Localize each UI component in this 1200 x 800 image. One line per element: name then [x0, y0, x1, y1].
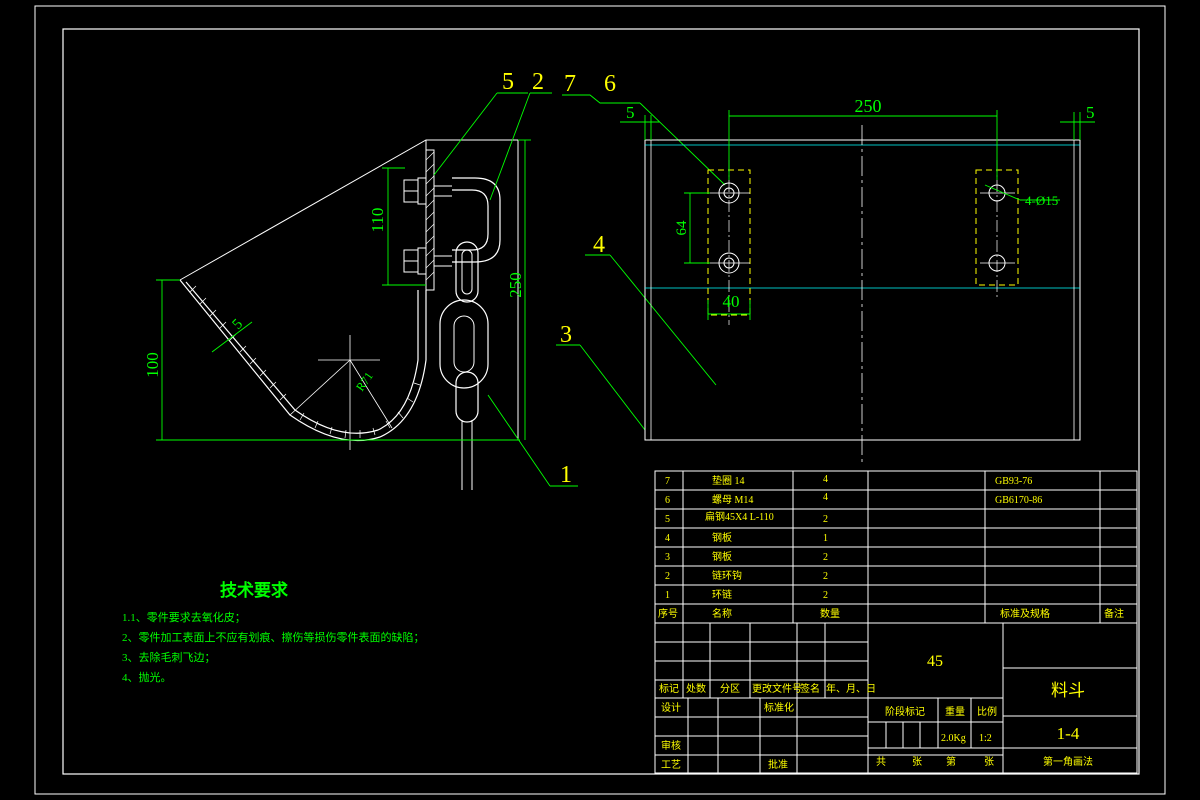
side-view [179, 139, 519, 490]
sheet-label: 张 [912, 756, 922, 768]
stage-label: 阶段标记 [885, 705, 925, 718]
dim-5-right: 5 [1086, 103, 1095, 122]
bom-qty: 2 [823, 552, 828, 563]
bom-name: 钢板 [712, 531, 732, 544]
bom-name: 环链 [712, 588, 732, 601]
bom-qty: 2 [823, 514, 828, 525]
tech-req-item: 4、抛光。 [122, 670, 172, 684]
front-view-dim-text: 250 5 5 64 40 4-Ø15 [626, 96, 1095, 311]
projection: 第一角画法 [1043, 755, 1093, 768]
bom-qty: 4 [823, 474, 828, 485]
rev-header: 签名 [800, 682, 820, 695]
balloon-3: 3 [560, 322, 572, 348]
approve-label: 批准 [768, 758, 788, 771]
tech-req-item: 2、零件加工表面上不应有划痕、擦伤等损伤零件表面的缺陷； [122, 630, 425, 644]
weight-label: 重量 [945, 705, 965, 718]
rev-header: 更改文件号 [752, 682, 802, 695]
bom-no: 2 [665, 571, 670, 582]
bom-name: 链环钩 [712, 569, 742, 582]
bom-qty: 1 [823, 533, 828, 544]
dim-250-front: 250 [855, 96, 882, 116]
rev-header: 分区 [720, 683, 740, 695]
side-view-dims [156, 139, 531, 441]
balloon-1: 1 [560, 462, 572, 488]
drawing-number: 1-4 [1057, 724, 1080, 743]
balloon-4: 4 [593, 232, 605, 258]
front-view [644, 125, 1081, 465]
dim-100: 100 [143, 352, 162, 378]
outer-border [34, 5, 1166, 795]
tech-req-item: 1.1、零件要求去氧化皮； [122, 610, 246, 624]
dim-64: 64 [674, 220, 690, 236]
sheet-label: 张 [984, 756, 994, 768]
bom-name: 螺母 M14 [712, 494, 753, 506]
bom-rows: 7 垫圈 14 4 GB93-76 6 螺母 M14 4 GB6170-86 5… [658, 474, 1124, 620]
bom-no: 5 [665, 514, 670, 525]
bom-header-no: 序号 [658, 607, 678, 620]
balloon-7: 7 [564, 71, 576, 97]
dim-r71: R71 [353, 369, 376, 393]
dim-250-side: 250 [506, 272, 525, 298]
bom-qty: 2 [823, 571, 828, 582]
dim-110: 110 [368, 208, 387, 233]
design-label: 设计 [661, 701, 681, 714]
bom-header-qty: 数量 [820, 607, 840, 620]
material: 45 [927, 653, 943, 670]
front-view-dims [620, 110, 1095, 320]
bom-no: 1 [665, 590, 670, 601]
bom-std: GB6170-86 [995, 495, 1042, 506]
bom-no: 7 [665, 476, 670, 487]
bom-header-note: 备注 [1104, 607, 1124, 620]
sheet-label: 共 [876, 756, 886, 768]
scale-value: 1:2 [979, 733, 992, 744]
standardize-label: 标准化 [764, 701, 794, 714]
bom-table [654, 470, 1138, 624]
check-label: 审核 [661, 739, 681, 752]
leader-lines [433, 92, 726, 487]
bom-no: 6 [665, 495, 670, 506]
sheet-label: 第 [946, 755, 956, 768]
dim-5-side: 5 [230, 316, 247, 333]
bom-header-std: 标准及规格 [1000, 607, 1050, 620]
title-block [654, 622, 1138, 774]
technical-requirements: 技术要求 1.1、零件要求去氧化皮； 2、零件加工表面上不应有划痕、擦伤等损伤零… [122, 580, 425, 684]
dim-5-left: 5 [626, 103, 635, 122]
tech-req-title: 技术要求 [220, 580, 288, 600]
tech-req-item: 3、去除毛刺飞边； [122, 650, 216, 664]
balloon-6: 6 [604, 71, 616, 97]
bom-qty: 4 [823, 492, 828, 503]
inner-border [62, 28, 1140, 775]
rev-header: 处数 [686, 682, 706, 695]
part-balloons: 5 2 7 6 4 3 1 [502, 69, 616, 488]
weight-value: 2.0Kg [941, 733, 966, 744]
part-name: 料斗 [1051, 681, 1085, 700]
scale-label: 比例 [977, 705, 997, 718]
process-label: 工艺 [661, 759, 681, 771]
title-block-text: 45 料斗 1-4 第一角画法 标记 处数 分区 更改文件号 签名 年、月、日 … [659, 653, 1093, 771]
dim-40: 40 [723, 292, 740, 311]
rev-header: 年、月、日 [826, 682, 876, 695]
bom-std: GB93-76 [995, 476, 1032, 487]
balloon-5: 5 [502, 69, 514, 95]
rev-header: 标记 [659, 683, 679, 695]
bom-header-name: 名称 [712, 607, 732, 620]
bom-qty: 2 [823, 590, 828, 601]
bom-name: 钢板 [712, 550, 732, 563]
balloon-2: 2 [532, 69, 544, 95]
bom-name: 垫圈 14 [712, 474, 745, 487]
bom-no: 3 [665, 552, 670, 563]
bom-name: 扁钢45X4 L-110 [705, 510, 774, 523]
dim-hole: 4-Ø15 [1025, 193, 1058, 208]
bom-no: 4 [665, 533, 670, 544]
